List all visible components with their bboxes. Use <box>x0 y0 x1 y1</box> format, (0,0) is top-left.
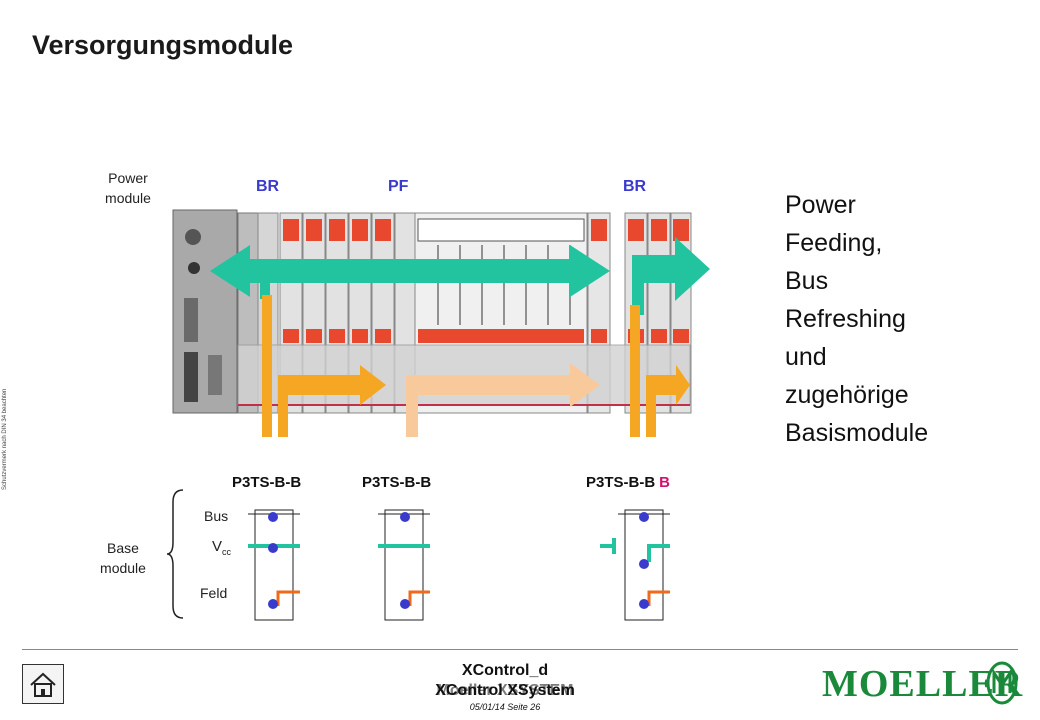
description-line: Refreshing <box>785 305 906 333</box>
description-text: Power Feeding, Bus Refreshing und zugehö… <box>785 186 1025 452</box>
power-module-label-line1: Power <box>108 170 148 186</box>
label-br-left: BR <box>256 178 280 195</box>
label-pf: PF <box>388 178 409 195</box>
description-line: zugehörige <box>785 381 909 409</box>
moeller-mark-icon <box>986 661 1018 705</box>
arrow-power-feed-orange <box>262 295 386 437</box>
base-module-label: Base module <box>88 538 158 578</box>
base-module-name-text: P3TS-B-B <box>232 474 302 491</box>
arrow-power-feed-peach <box>406 363 600 437</box>
footer-title-2: XControl XSystem <box>435 682 575 699</box>
arrow-bus-refresh-right-green <box>632 237 710 315</box>
schematic-module-3 <box>600 509 670 621</box>
description-line: Feeding, <box>785 229 883 257</box>
description-line: Basismodule <box>785 419 929 447</box>
description-line: Bus <box>785 267 829 295</box>
vcc-sub: cc <box>222 547 232 557</box>
side-notice: Schutzvermerk nach DIN 34 beachten <box>2 388 8 490</box>
base-module-label-line1: Base <box>107 540 139 556</box>
base-module-schematics <box>248 509 670 621</box>
row-label-feld: Feld <box>200 585 228 601</box>
arrow-power-feed-right-orange <box>630 305 690 437</box>
power-module-label: Power module <box>88 168 168 208</box>
hardware-diagram <box>172 209 710 437</box>
power-module-label-line2: module <box>105 190 151 206</box>
base-module-name-2: P3TS-B-B <box>362 474 431 491</box>
footer-date: 05/01/14 <box>469 702 505 712</box>
footer-title-3: Moeller XSYSTEM <box>436 682 574 699</box>
label-br-right: BR <box>623 178 647 195</box>
base-module-name-text: P3TS-B-B <box>586 474 656 491</box>
footer-date-page: 05/01/14 Seite 26 <box>420 702 590 712</box>
row-label-vcc: Vcc <box>212 538 231 557</box>
base-module-name-text: P3TS-B-B <box>362 474 432 491</box>
base-module-label-line2: module <box>100 560 146 576</box>
footer-page: Seite 26 <box>507 702 541 712</box>
home-button[interactable] <box>22 664 64 704</box>
schematic-module-2 <box>378 509 430 621</box>
schematic-module-1 <box>248 509 300 621</box>
base-module-name-1: P3TS-B-B <box>232 474 301 491</box>
page-title: Versorgungsmodule <box>32 30 294 60</box>
home-icon <box>30 672 56 697</box>
footer-divider <box>22 649 1018 650</box>
row-label-bus: Bus <box>204 508 229 524</box>
description-line: Power <box>785 191 856 219</box>
brace-icon <box>166 489 184 619</box>
arrow-bus-refresh-green <box>210 245 610 299</box>
vcc-main: V <box>212 538 223 555</box>
footer-title-1: XControl_d <box>461 662 549 679</box>
base-module-suffix: B <box>659 474 671 491</box>
description-line: und <box>785 343 827 371</box>
